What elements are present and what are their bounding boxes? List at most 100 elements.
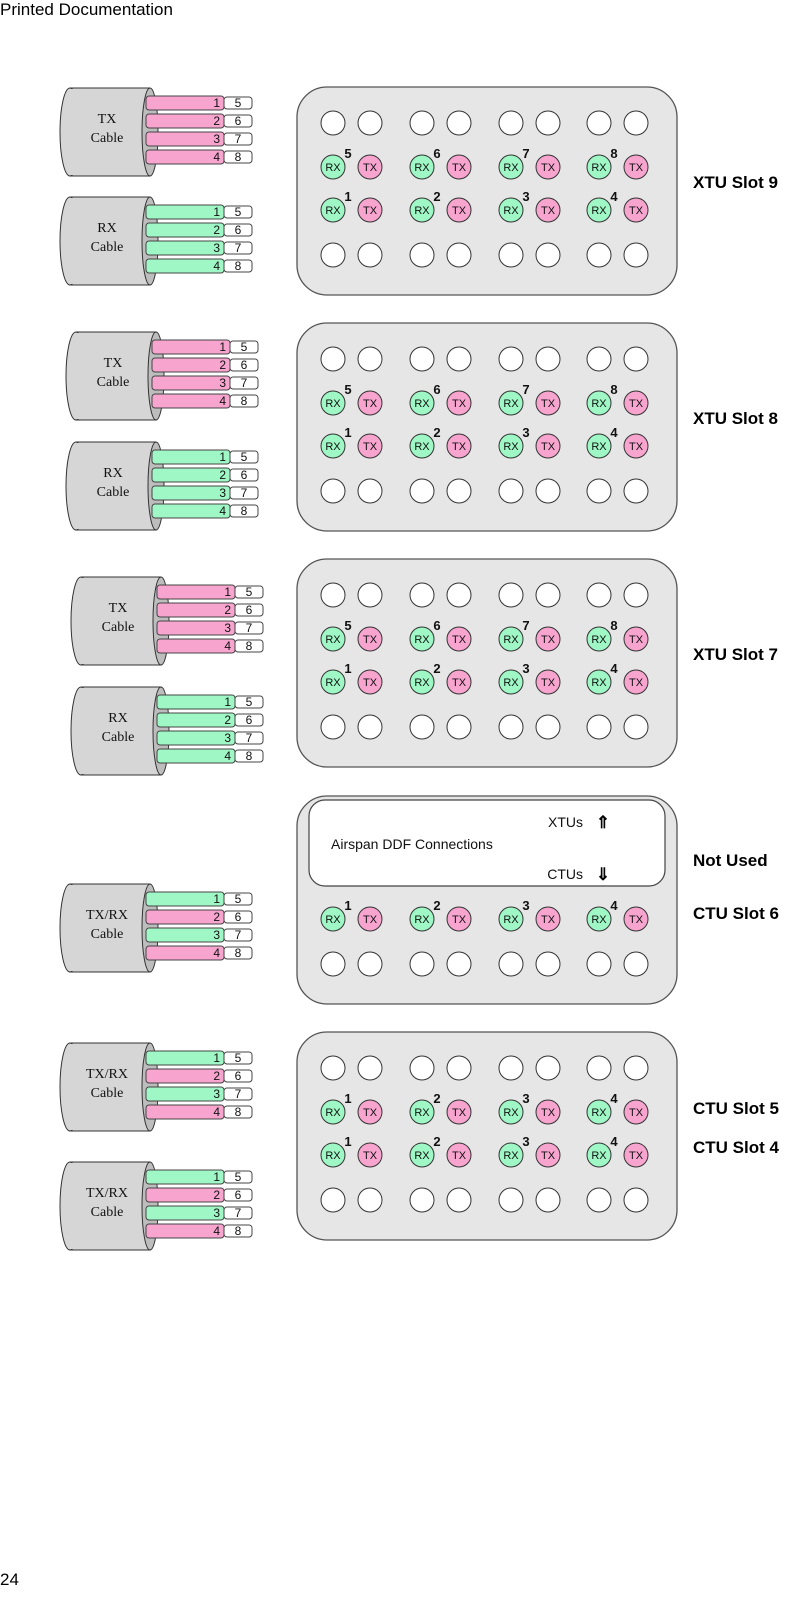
empty-socket — [586, 346, 612, 372]
wire-number: 2 — [224, 603, 231, 617]
wire-number: 2 — [213, 1188, 220, 1202]
port-position-number: 4 — [610, 1134, 618, 1149]
cable-fill — [76, 333, 154, 419]
cable-label-line2: Cable — [91, 240, 124, 255]
slot-label: CTU Slot 5 — [693, 1099, 779, 1118]
empty-socket — [535, 582, 561, 608]
tx-port-label: TX — [363, 677, 378, 689]
pair-number: 6 — [235, 1188, 242, 1202]
empty-socket — [586, 714, 612, 740]
wire — [151, 339, 231, 355]
rx-port — [409, 669, 435, 695]
tx-port-label: TX — [363, 398, 378, 410]
wire — [156, 584, 236, 600]
cable-label-line1: TX — [104, 356, 123, 371]
wire — [145, 1187, 225, 1203]
empty-socket — [535, 110, 561, 136]
wire — [145, 1205, 225, 1221]
empty-socket — [586, 1187, 612, 1213]
rx-port-label: RX — [591, 1107, 607, 1119]
empty-socket — [498, 951, 524, 977]
wire — [145, 204, 225, 220]
wire-number: 4 — [213, 946, 220, 960]
port-position-number: 6 — [433, 618, 440, 633]
rx-port — [320, 1099, 346, 1125]
slot-label: Not Used — [693, 851, 768, 870]
port-position-number: 4 — [610, 898, 618, 913]
empty-socket — [357, 582, 383, 608]
wire-number: 2 — [224, 713, 231, 727]
wire-number: 2 — [219, 358, 226, 372]
wire-number: 1 — [224, 695, 231, 709]
tx-port-label: TX — [363, 914, 378, 926]
tx-port-label: TX — [363, 634, 378, 646]
tx-port-label: TX — [629, 914, 644, 926]
tx-port-label: TX — [452, 162, 467, 174]
tx-port — [446, 1142, 472, 1168]
wire-number: 3 — [224, 731, 231, 745]
wire — [145, 909, 225, 925]
empty-socket — [446, 1187, 472, 1213]
tx-port — [535, 154, 561, 180]
empty-socket — [623, 714, 649, 740]
rx-port-label: RX — [325, 914, 341, 926]
tx-port — [623, 906, 649, 932]
wire — [156, 748, 236, 764]
empty-socket — [357, 1187, 383, 1213]
wire-pair — [223, 259, 253, 273]
wire-number: 4 — [213, 259, 220, 273]
port-position-number: 6 — [433, 382, 440, 397]
rx-port-label: RX — [503, 398, 519, 410]
pair-number: 5 — [246, 585, 253, 599]
empty-socket — [623, 242, 649, 268]
rx-port — [498, 197, 524, 223]
rx-port — [586, 433, 612, 459]
pair-number: 5 — [235, 1051, 242, 1065]
wire — [151, 393, 231, 409]
wire-number: 1 — [213, 205, 220, 219]
empty-socket — [446, 714, 472, 740]
tx-port — [535, 1099, 561, 1125]
rx-port-label: RX — [325, 162, 341, 174]
wire-number: 3 — [219, 376, 226, 390]
wire — [145, 258, 225, 274]
rx-port — [586, 154, 612, 180]
cable-fill — [70, 198, 148, 284]
rx-port — [409, 626, 435, 652]
wire-number: 3 — [213, 928, 220, 942]
empty-socket — [446, 1055, 472, 1081]
rx-port — [586, 669, 612, 695]
port-position-number: 3 — [522, 1091, 529, 1106]
tx-port — [623, 390, 649, 416]
tx-port-label: TX — [629, 677, 644, 689]
rx-port — [409, 1099, 435, 1125]
cable-fill — [70, 885, 148, 971]
empty-socket — [498, 110, 524, 136]
wire — [156, 638, 236, 654]
tx-port — [535, 626, 561, 652]
wire — [145, 945, 225, 961]
port-position-number: 1 — [344, 1134, 351, 1149]
tx-port — [446, 197, 472, 223]
rx-port — [498, 154, 524, 180]
pair-number: 8 — [235, 1224, 242, 1238]
port-position-number: 2 — [433, 425, 440, 440]
tx-port — [446, 669, 472, 695]
port-position-number: 5 — [344, 146, 351, 161]
wire-pair — [229, 340, 259, 354]
port-position-number: 7 — [522, 618, 529, 633]
rx-port — [320, 669, 346, 695]
empty-socket — [446, 110, 472, 136]
empty-socket — [320, 1187, 346, 1213]
empty-socket — [357, 242, 383, 268]
empty-socket — [409, 478, 435, 504]
cable-fill — [70, 1044, 148, 1130]
rx-port-label: RX — [325, 1150, 341, 1162]
cable-label-line1: TX/RX — [86, 1186, 128, 1201]
wire-pair — [223, 205, 253, 219]
rx-port — [586, 626, 612, 652]
wire — [145, 1086, 225, 1102]
